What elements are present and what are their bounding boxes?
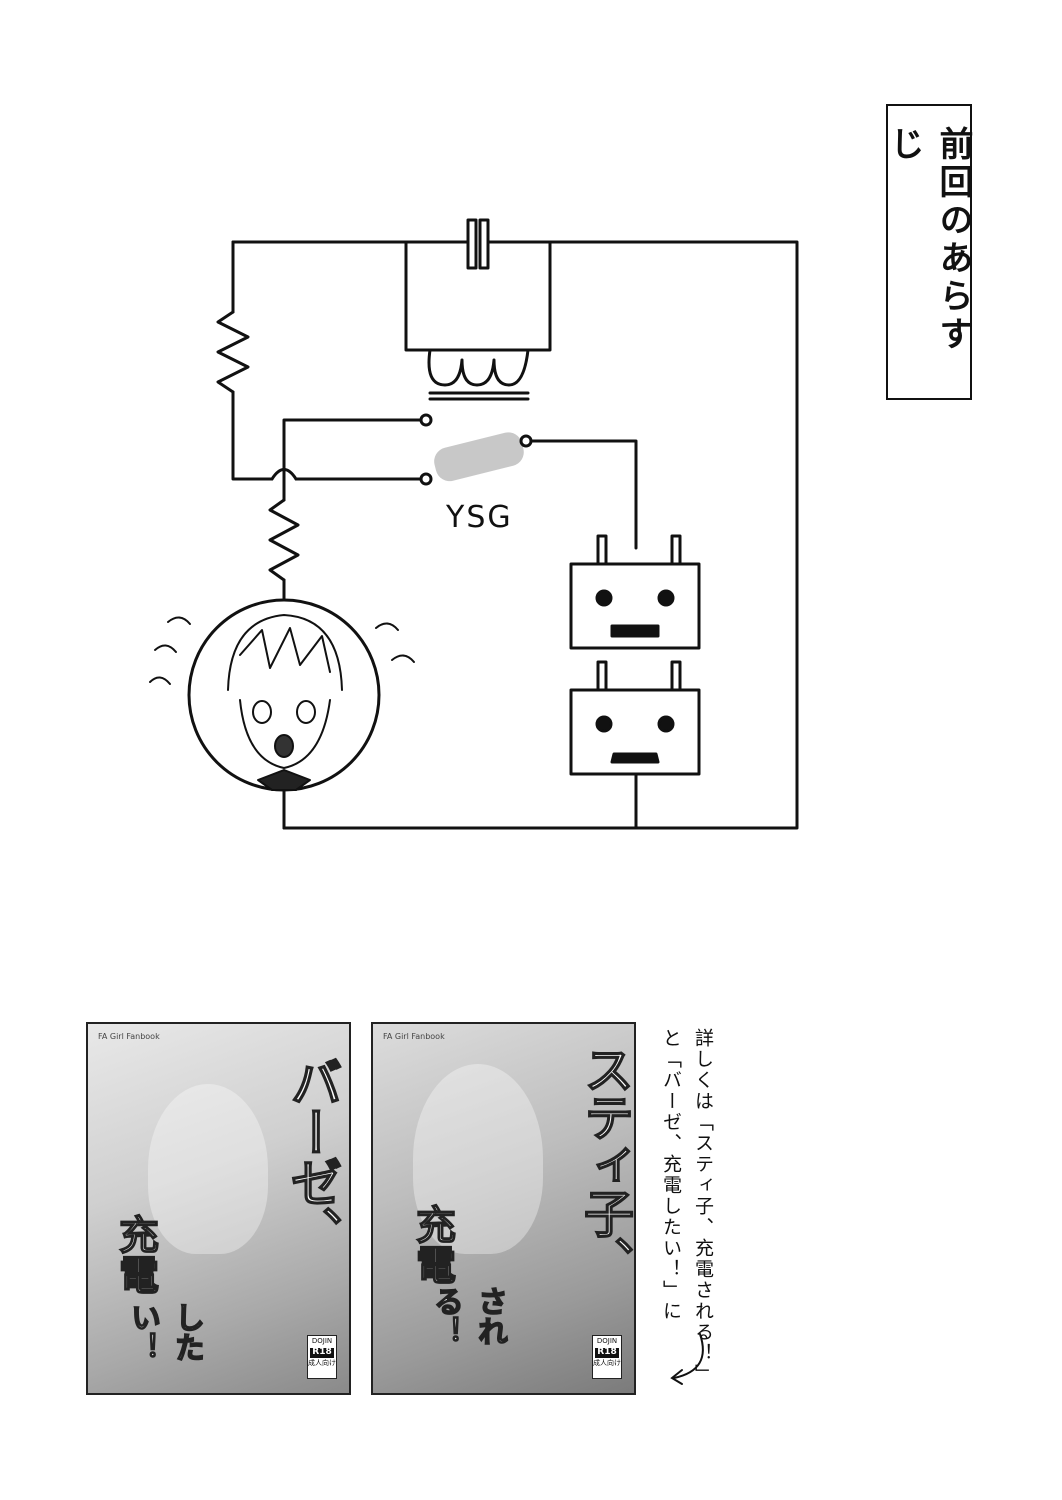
circuit-diagram xyxy=(149,218,799,830)
battery-top xyxy=(569,534,701,650)
portrait-face xyxy=(227,614,343,791)
cover-title-sub: 充電 xyxy=(111,1213,159,1295)
switch-contact-upper xyxy=(419,413,433,427)
badge-rating: R18 xyxy=(310,1347,334,1358)
sweat-marks xyxy=(149,616,415,685)
badge-bottom: 成人向け xyxy=(308,1358,336,1367)
badge-bottom: 成人向け xyxy=(593,1358,621,1367)
capacitor-plate-left xyxy=(466,218,478,270)
cover-character-figure xyxy=(148,1084,268,1254)
rating-badge: DOJIN R18 成人向け xyxy=(592,1335,622,1379)
curved-arrow-icon xyxy=(670,1333,704,1385)
face-portrait-circle xyxy=(187,598,381,792)
cover-title-main: スティ子、 xyxy=(575,1043,634,1285)
resistor-top xyxy=(216,310,250,394)
tube-filament xyxy=(427,348,530,387)
badge-top: DOJIN xyxy=(596,1337,618,1345)
wire-right-contact xyxy=(529,439,638,550)
wire-left-bottom xyxy=(231,390,274,481)
resistor-bottom xyxy=(268,498,300,582)
cover-character-figure xyxy=(413,1064,543,1254)
title-box: 前回のあらすじ xyxy=(884,104,973,400)
page-title: 前回のあらすじ xyxy=(884,126,973,354)
book-cover-stylet: FA Girl Fanbook スティ子、 充電 される！ DOJIN R18 … xyxy=(371,1022,636,1395)
switch-arm-censored xyxy=(434,432,524,482)
rating-badge: DOJIN R18 成人向け xyxy=(307,1335,337,1379)
cover-title-main: バーゼ、 xyxy=(280,1055,342,1257)
cover-title-sub: 充電 xyxy=(408,1203,456,1285)
cover-title-tail: したい！ xyxy=(124,1301,205,1363)
wire-upper-contact xyxy=(282,418,422,481)
book-cover-barze: FA Girl Fanbook バーゼ、 充電 したい！ DOJIN R18 成… xyxy=(86,1022,351,1395)
badge-rating: R18 xyxy=(595,1347,619,1358)
note-line-1: 詳しくは「スティ子、充電される！」 xyxy=(692,1028,714,1385)
switch-contact-lower xyxy=(419,472,433,486)
tube-box xyxy=(404,240,552,352)
switch-label: YSG xyxy=(446,500,513,535)
battery-bottom xyxy=(569,660,701,776)
cover-header: FA Girl Fanbook xyxy=(383,1032,445,1041)
capacitor-plate-right xyxy=(478,218,490,270)
wire-top-right xyxy=(282,240,799,830)
note-line-2: と「バーゼ、充電したい！」に xyxy=(660,1028,682,1322)
cover-header: FA Girl Fanbook xyxy=(98,1032,160,1041)
badge-top: DOJIN xyxy=(311,1337,333,1345)
cover-title-tail: される！ xyxy=(427,1285,508,1347)
